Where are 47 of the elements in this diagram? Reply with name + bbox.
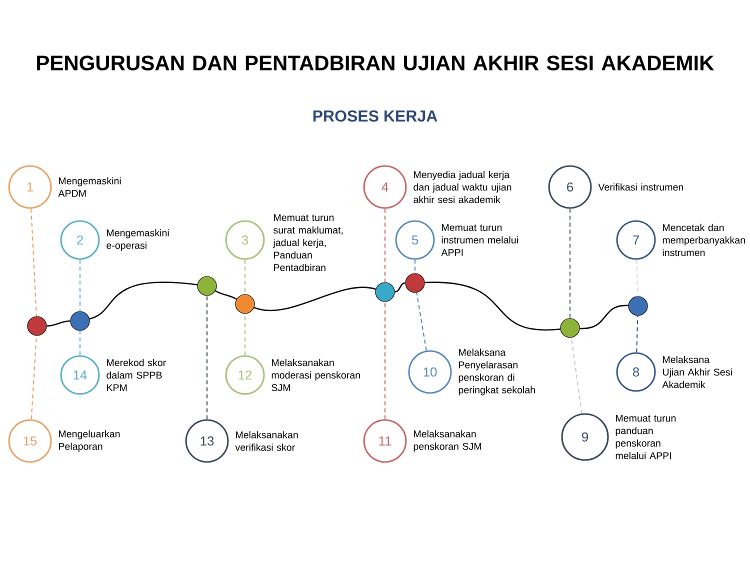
step-description: Mengemaskini APDM — [58, 177, 121, 197]
connector-line — [206, 296, 208, 420]
path-dot — [560, 318, 580, 338]
connector-line — [414, 260, 416, 274]
step-description: Mencetak dan memperbanyakkan instrumen — [662, 224, 745, 256]
connector-line — [569, 208, 571, 318]
step-description: Melaksana Penyelarasan penskoran di peringkat sekolah — [458, 348, 535, 396]
connector-line — [636, 260, 638, 296]
step-description: Verifikasi instrumen — [598, 183, 684, 191]
connector-line — [570, 338, 582, 414]
step-description: Melaksanakan verifikasi skor — [235, 431, 298, 451]
subtitle: PROSES KERJA — [313, 110, 438, 122]
step-description: Merekod skor dalam SPPB KPM — [106, 358, 166, 392]
path-dot — [405, 273, 425, 293]
path-line — [215, 290, 237, 300]
step-description: Menyedia jadual kerja dan jadual waktu ujian akhir sesi akademik — [414, 170, 512, 204]
connector-line — [384, 302, 386, 420]
path-dot — [197, 276, 217, 296]
connector-line — [244, 260, 246, 294]
step-description: Melaksanakan moderasi penskoran SJM — [272, 358, 360, 392]
step-description: Memuat turun surat maklumat, jadual kerja, Panduan Pentadbiran — [272, 214, 343, 272]
step-description: Memuat turun instrumen melalui APPI — [441, 224, 518, 256]
connector-line — [30, 336, 37, 420]
path-dot — [27, 316, 47, 336]
connector-line — [79, 260, 81, 312]
step-description: Memuat turun panduan penskoran melalui APPI — [616, 414, 676, 460]
connector-line — [384, 208, 386, 282]
path-line — [580, 304, 628, 330]
connector-line — [636, 316, 638, 352]
path-line — [394, 282, 406, 293]
path-dot — [375, 282, 395, 302]
connector-line — [244, 314, 246, 356]
step-description: Melaksanakan penskoran SJM — [414, 430, 482, 452]
path-dot — [70, 311, 90, 331]
path-line — [46, 320, 70, 327]
path-dot — [235, 294, 255, 314]
step-description: Mengeluarkan Pelaporan — [59, 430, 120, 452]
connector-line — [416, 292, 427, 351]
connector-line — [79, 330, 81, 356]
path-line — [254, 286, 376, 312]
path-line — [89, 282, 198, 320]
title: PENGURUSAN DAN PENTADBIRAN UJIAN AKHIR SESI AKADEMIK — [37, 56, 714, 70]
path-dot — [628, 296, 648, 316]
path-line — [424, 282, 560, 331]
step-description: Melaksana Ujian Akhir Sesi Akademik — [662, 356, 732, 388]
step-description: Mengemaskini e-operasi — [106, 229, 169, 251]
connector-line — [30, 208, 38, 316]
